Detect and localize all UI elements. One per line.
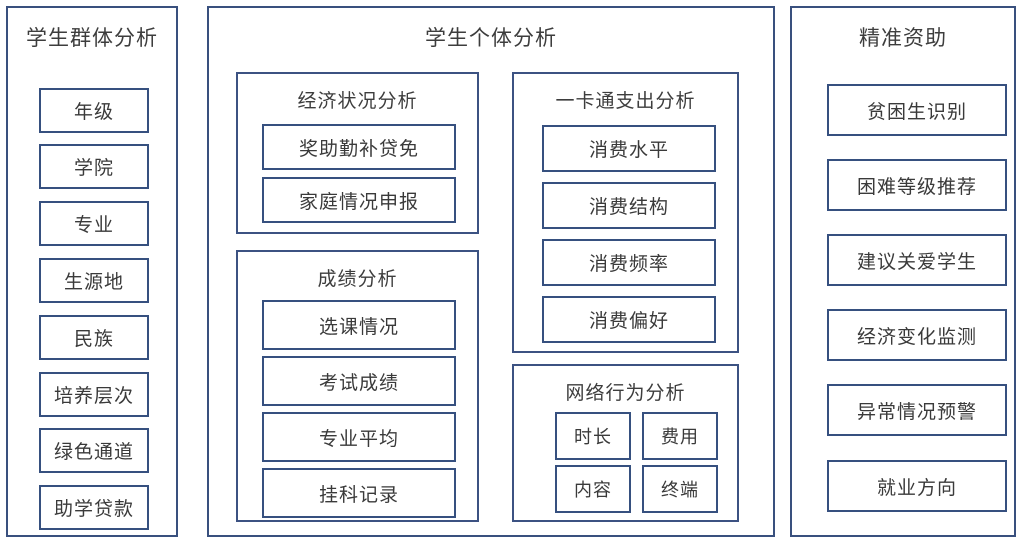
item-consumption-frequency[interactable]: 消费频率	[542, 239, 716, 286]
panel-group-analysis: 学生群体分析 年级 学院 专业 生源地 民族 培养层次 绿色通道 助学贷款	[6, 6, 178, 537]
item-care-student-suggestion[interactable]: 建议关爱学生	[827, 234, 1007, 286]
group-title-card-expense: 一卡通支出分析	[555, 91, 696, 112]
panel-title-precise-funding: 精准资助	[859, 26, 947, 50]
group-score-analysis: 成绩分析 选课情况 考试成绩 专业平均 挂科记录	[236, 250, 479, 522]
item-abnormal-situation-warning[interactable]: 异常情况预警	[827, 384, 1007, 436]
item-family-declaration[interactable]: 家庭情况申报	[262, 177, 456, 223]
item-failed-course-record[interactable]: 挂科记录	[262, 468, 456, 518]
item-green-channel[interactable]: 绿色通道	[39, 428, 149, 473]
item-difficulty-level-recommendation[interactable]: 困难等级推荐	[827, 159, 1007, 211]
panel-individual-analysis: 学生个体分析 经济状况分析 奖助勤补贷免 家庭情况申报 成绩分析 选课情况 考试…	[207, 6, 775, 537]
panel-title-individual-analysis: 学生个体分析	[425, 26, 557, 50]
group-title-economic-status: 经济状况分析	[297, 91, 418, 112]
item-consumption-level[interactable]: 消费水平	[542, 125, 716, 172]
item-network-content[interactable]: 内容	[555, 465, 631, 513]
item-scholarship-aid[interactable]: 奖助勤补贷免	[262, 124, 456, 170]
group-network-behavior: 网络行为分析 时长 费用 内容 终端	[512, 364, 739, 522]
item-major[interactable]: 专业	[39, 201, 149, 246]
group-title-score-analysis: 成绩分析	[317, 269, 398, 290]
group-economic-status: 经济状况分析 奖助勤补贷免 家庭情况申报	[236, 72, 479, 234]
item-poor-student-identification[interactable]: 贫困生识别	[827, 84, 1007, 136]
item-economic-change-monitoring[interactable]: 经济变化监测	[827, 309, 1007, 361]
item-network-terminal[interactable]: 终端	[642, 465, 718, 513]
item-origin-place[interactable]: 生源地	[39, 258, 149, 303]
item-grade[interactable]: 年级	[39, 88, 149, 133]
item-exam-score[interactable]: 考试成绩	[262, 356, 456, 406]
item-major-average[interactable]: 专业平均	[262, 412, 456, 462]
panel-title-group-analysis: 学生群体分析	[26, 26, 158, 50]
item-education-level[interactable]: 培养层次	[39, 372, 149, 417]
item-course-selection[interactable]: 选课情况	[262, 300, 456, 350]
item-student-loan[interactable]: 助学贷款	[39, 485, 149, 530]
group-title-network-behavior: 网络行为分析	[565, 383, 686, 404]
group-card-expense: 一卡通支出分析 消费水平 消费结构 消费频率 消费偏好	[512, 72, 739, 353]
item-network-duration[interactable]: 时长	[555, 412, 631, 460]
item-college[interactable]: 学院	[39, 144, 149, 189]
item-consumption-structure[interactable]: 消费结构	[542, 182, 716, 229]
item-consumption-preference[interactable]: 消费偏好	[542, 296, 716, 343]
item-ethnicity[interactable]: 民族	[39, 315, 149, 360]
item-employment-direction[interactable]: 就业方向	[827, 460, 1007, 512]
item-network-fee[interactable]: 费用	[642, 412, 718, 460]
panel-precise-funding: 精准资助 贫困生识别 困难等级推荐 建议关爱学生 经济变化监测 异常情况预警 就…	[790, 6, 1016, 537]
